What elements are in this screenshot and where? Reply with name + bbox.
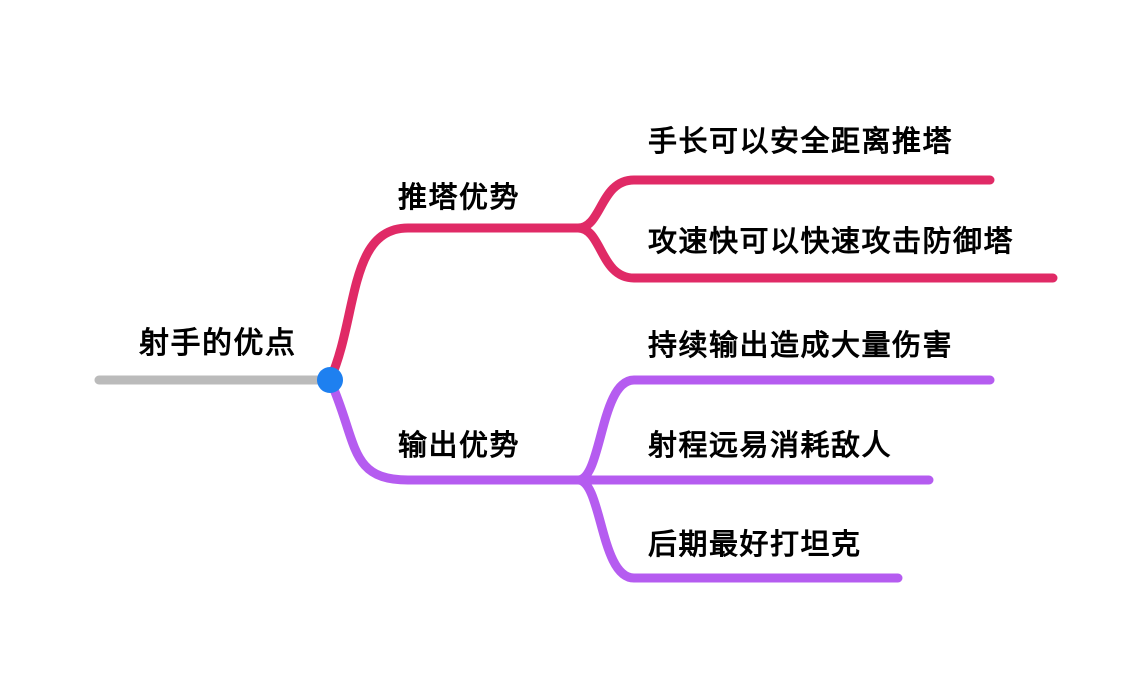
branch-tower-child1-line xyxy=(573,175,995,233)
branch-output-trunk-line xyxy=(325,375,934,485)
branch-tower-child2-line xyxy=(573,223,1058,283)
root-node-dot[interactable] xyxy=(317,367,343,393)
leaf-tower-child2-label[interactable]: 攻速快可以快速攻击防御塔 xyxy=(648,226,1015,258)
leaf-tower-child1-label[interactable]: 手长可以安全距离推塔 xyxy=(648,126,954,158)
root-topic-label[interactable]: 射手的优点 xyxy=(139,327,297,360)
leaf-output-child2-label[interactable]: 射程远易消耗敌人 xyxy=(648,430,893,462)
leaf-output-child3-label[interactable]: 后期最好打坦克 xyxy=(648,529,862,561)
branch-tower-label[interactable]: 推塔优势 xyxy=(398,182,521,214)
leaf-output-child1-label[interactable]: 持续输出造成大量伤害 xyxy=(648,330,954,362)
branch-output-label[interactable]: 输出优势 xyxy=(398,430,521,462)
branch-tower-trunk-line xyxy=(325,223,583,385)
branch-output-child1-line xyxy=(573,375,995,485)
branch-output-child3-line xyxy=(573,475,903,583)
